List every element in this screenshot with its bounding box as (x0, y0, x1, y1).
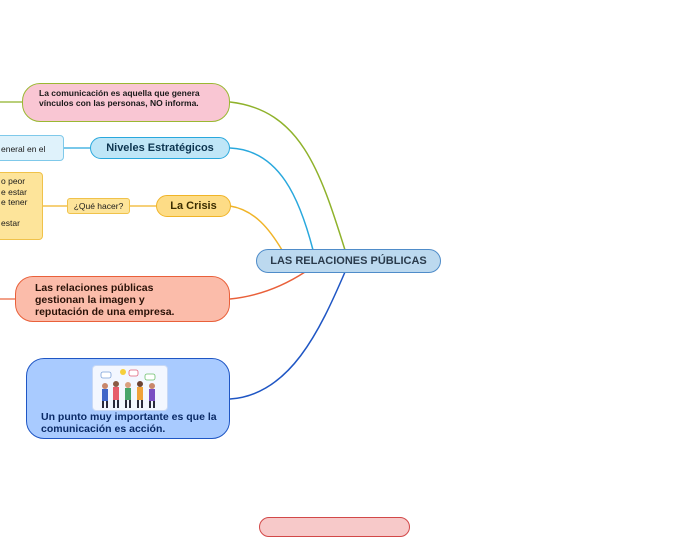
crisis-child-line: estar (1, 218, 20, 228)
people-illustration (92, 365, 168, 411)
branch-niveles[interactable]: Niveles Estratégicos (90, 137, 230, 159)
branch-comunicacion[interactable]: La comunicación es aquella que genera ví… (22, 83, 230, 122)
branch-niveles-label: Niveles Estratégicos (106, 142, 214, 154)
crisis-question-label: ¿Qué hacer? (73, 201, 124, 211)
people-illustration-svg (100, 369, 156, 408)
connector-lines (0, 101, 346, 400)
branch-gestion-label: Las relaciones públicas gestionan la ima… (35, 282, 175, 318)
branch-accion[interactable]: Un punto muy importante es que la comuni… (26, 358, 230, 439)
crisis-child-line: e tener (1, 197, 28, 207)
link-accion (229, 271, 346, 400)
branch-crisis-label: La Crisis (170, 200, 217, 212)
niveles-child-note[interactable]: eneral en el (0, 135, 64, 161)
crisis-question-node[interactable]: ¿Qué hacer? (67, 198, 130, 214)
bottom-partial-node[interactable] (259, 517, 410, 537)
branch-accion-label: Un punto muy importante es que la comuni… (41, 411, 217, 435)
branch-gestion[interactable]: Las relaciones públicas gestionan la ima… (15, 276, 230, 322)
branch-crisis[interactable]: La Crisis (156, 195, 231, 217)
crisis-child-note[interactable]: o peor e estar e tener estar (0, 172, 43, 240)
central-topic-label: LAS RELACIONES PÚBLICAS (270, 255, 427, 267)
central-topic[interactable]: LAS RELACIONES PÚBLICAS (256, 249, 441, 273)
link-gestion (229, 271, 306, 300)
link-crisis (229, 205, 283, 251)
link-niveles (229, 147, 314, 251)
branch-comunicacion-label: La comunicación es aquella que genera ví… (39, 88, 200, 108)
niveles-child-label: eneral en el (1, 144, 46, 154)
link-comunicacion (229, 101, 346, 251)
crisis-child-line: e estar (1, 186, 27, 197)
crisis-child-line (1, 208, 40, 219)
crisis-child-line: o peor (1, 176, 26, 186)
